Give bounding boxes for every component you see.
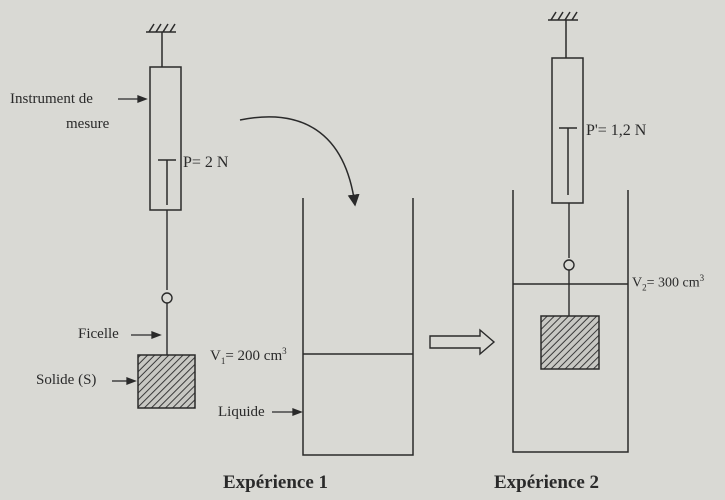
instrument-label-line1: Instrument de: [10, 91, 93, 107]
label-arrows-1: [112, 95, 303, 416]
ficelle-2: [563, 203, 575, 316]
solid-s-2: [540, 315, 600, 370]
dynamometer-1: [149, 66, 182, 211]
beaker-2: [512, 190, 629, 453]
instrument-label-2: mesure: [66, 117, 109, 132]
solid-s-1: [137, 354, 196, 409]
ceiling-support-1: [146, 23, 176, 67]
caption-experience-1: Expérience 1: [223, 472, 329, 493]
ficelle-label: Ficelle: [78, 326, 119, 342]
caption-experience-2: Expérience 2: [494, 472, 600, 493]
beaker-1: [302, 198, 414, 456]
weight-label-2: P'= 1,2 N: [586, 122, 647, 139]
volume-label-2: V2= 300 cm3: [632, 273, 705, 293]
instrument-label-line2: mesure: [66, 116, 110, 132]
ficelle-1: [161, 210, 173, 355]
transition-arrow: [429, 328, 496, 356]
liquide-label: Liquide: [218, 404, 265, 420]
dynamometer-2: [551, 57, 584, 204]
ceiling-support-2: [548, 11, 578, 58]
instrument-label: Instrument de: [10, 92, 93, 107]
curved-arrow: [239, 116, 360, 207]
solide-label: Solide (S): [36, 372, 97, 388]
weight-label-1: P= 2 N: [183, 154, 229, 171]
volume-label-1: V1= 200 cm3: [210, 346, 287, 366]
